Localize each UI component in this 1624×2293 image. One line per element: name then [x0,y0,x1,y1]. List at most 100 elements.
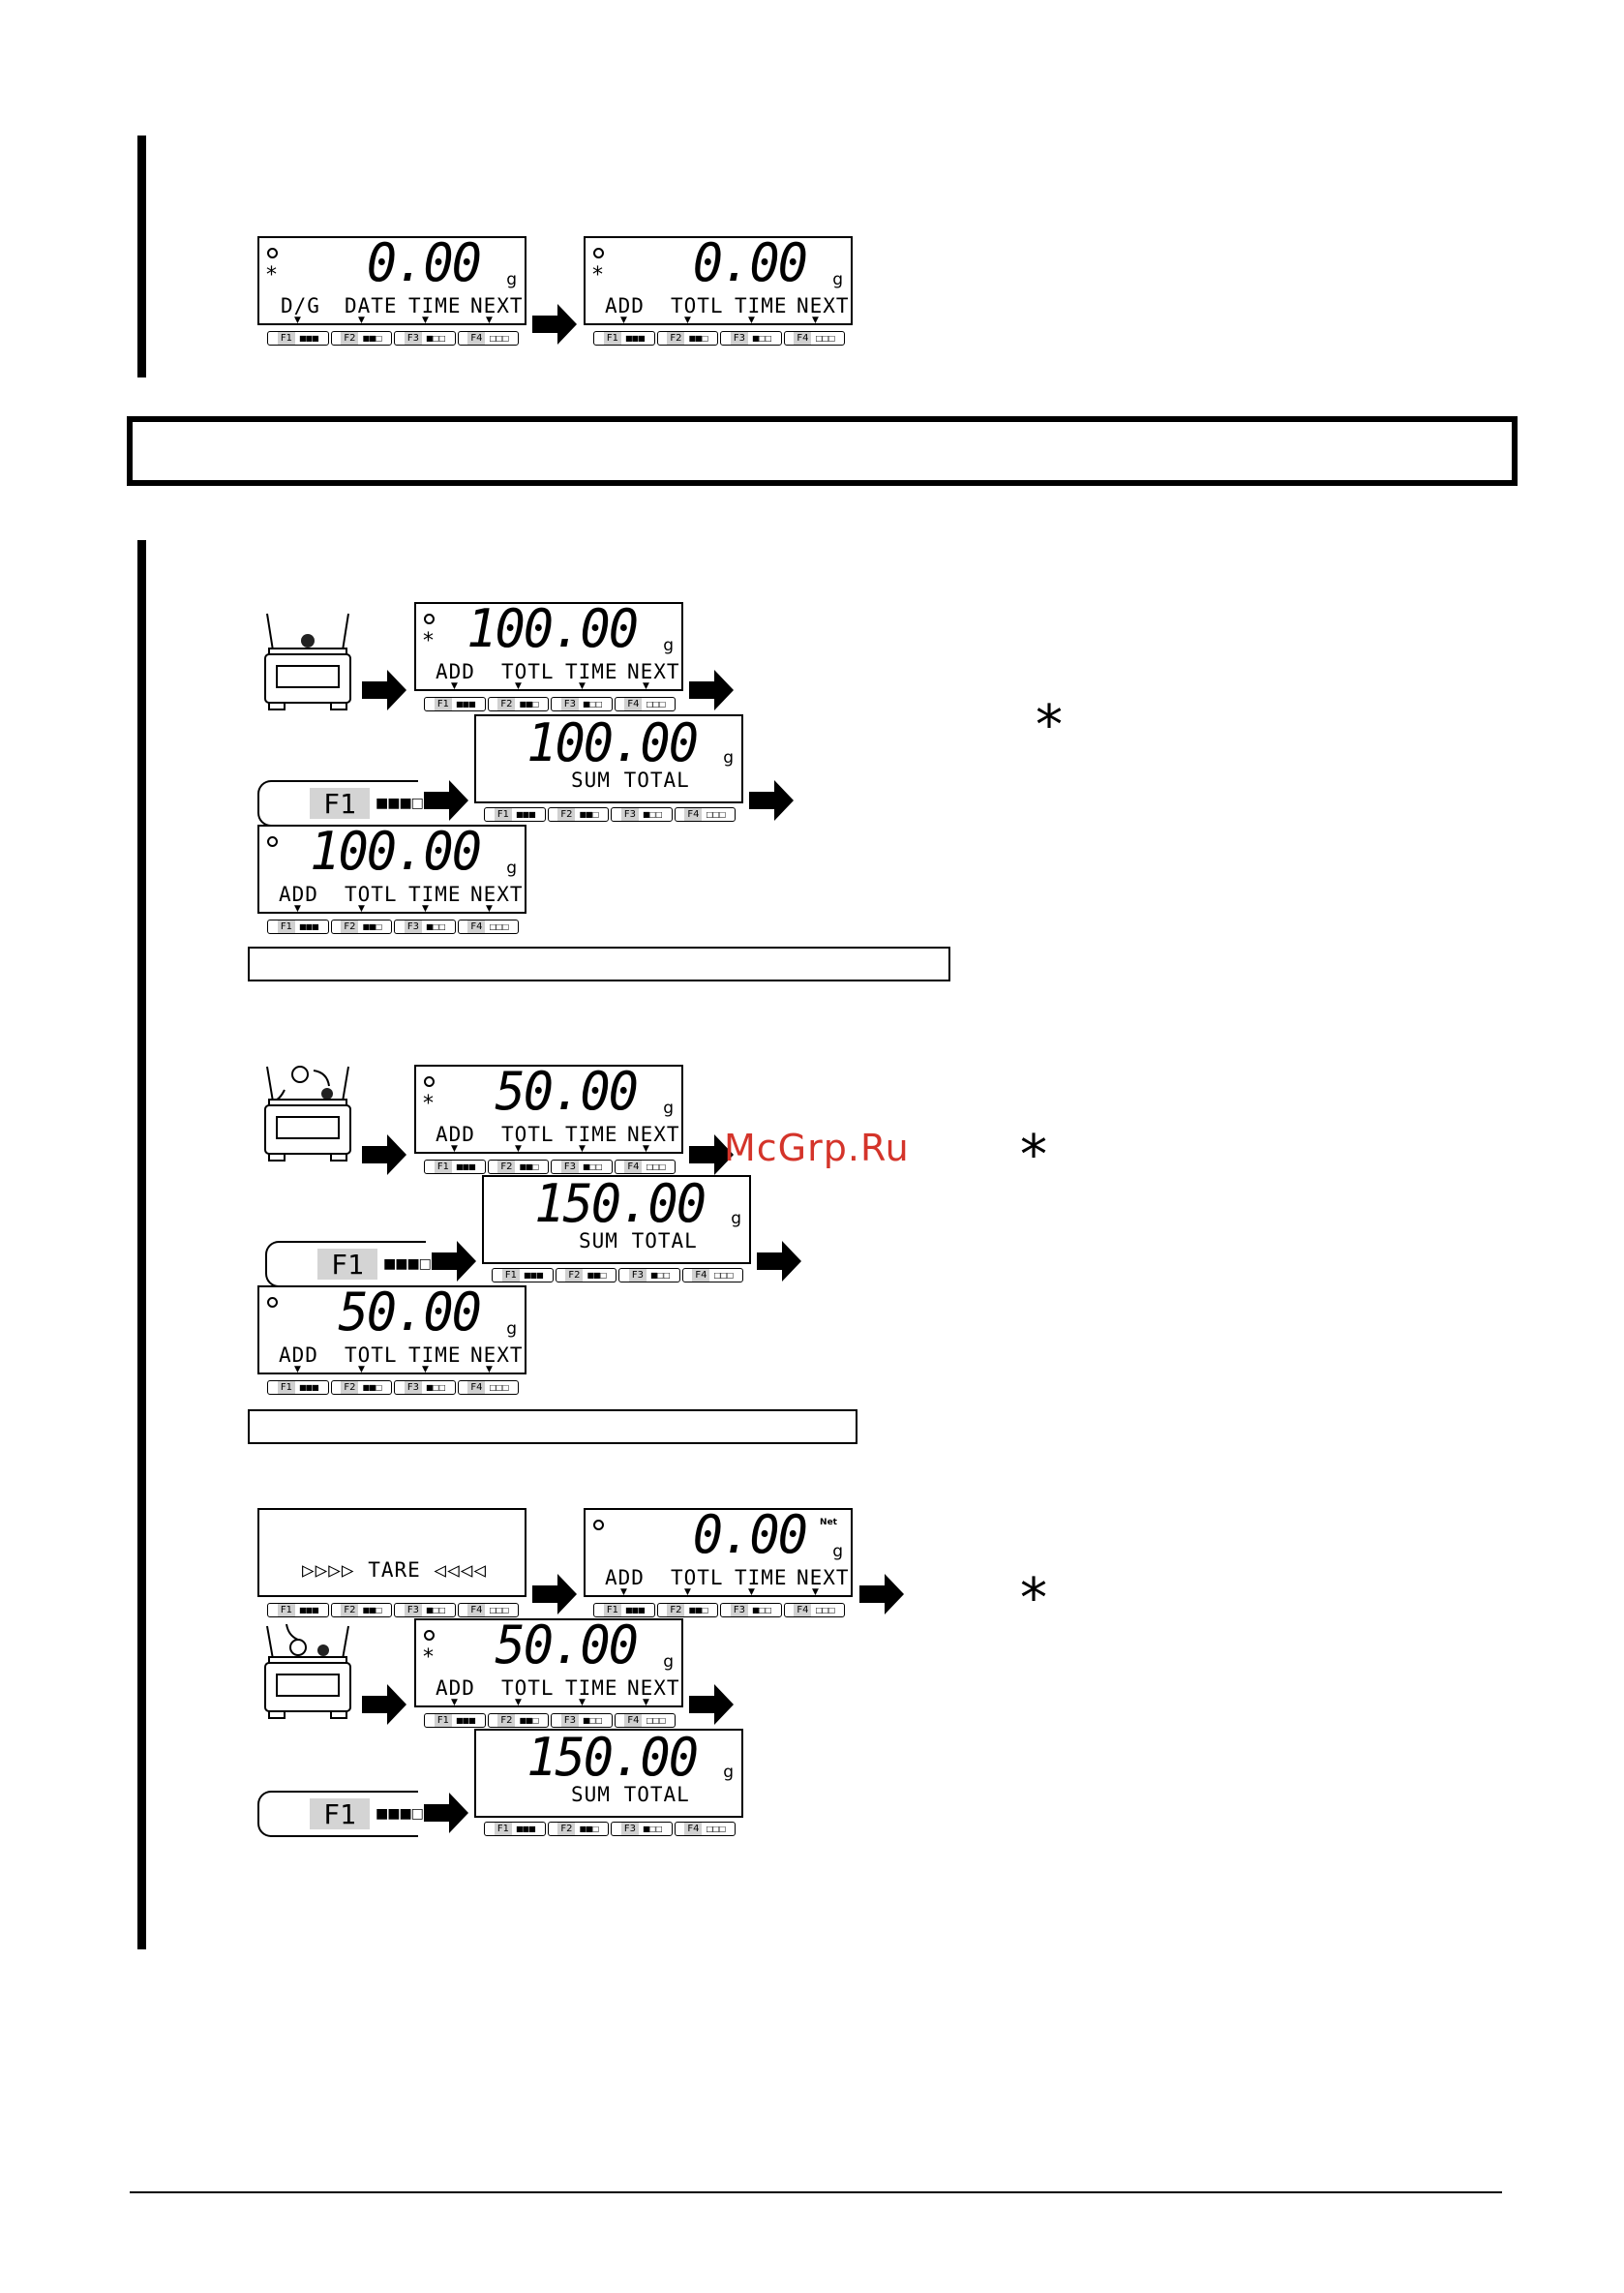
f1-key[interactable]: F1■■■ [492,1268,554,1282]
key-dots-icon: ■■■□ [376,796,424,811]
arrow-right-icon [362,1134,406,1175]
f4-key[interactable]: F4□□□ [457,1380,519,1395]
key-label: F1 [277,920,295,933]
key-label: F1 [277,1604,295,1616]
f1-key[interactable]: F1■■■ [424,1713,486,1728]
pointer-triangle-icon: ▼ [579,1698,586,1707]
key-label: F3 [560,1161,579,1173]
key-dots-icon: ■□□ [642,810,663,819]
unit-label: g [723,748,734,768]
f2-key[interactable]: F2■■□ [330,1380,392,1395]
weight-value: 50.00 [495,1614,639,1676]
watermark-text: McGrp.Ru [724,1127,910,1169]
function-label: TIME [735,294,788,317]
f1-key[interactable]: F1■■■ [424,1160,486,1174]
stable-indicator-icon [424,1076,435,1087]
lcd-display: * 100.00 g ADD TOTL TIME NEXT ▼ ▼ ▼ ▼ [414,599,683,691]
f1-key[interactable]: F1■■■ [484,807,546,822]
function-label: NEXT [470,883,524,906]
function-key-strip: F1■■■ F2■■□ F3■□□ F4□□□ [484,1822,736,1836]
balance-scale-add-icon [264,1623,351,1719]
asterisk-indicator: * [423,629,434,653]
f3-key[interactable]: F3■□□ [394,1380,456,1395]
lcd-display: 100.00 g ADD TOTL TIME NEXT ▼ ▼ ▼ ▼ [257,821,526,914]
function-label: DATE [345,294,398,317]
function-key-strip: F1■■■ F2■■□ F3■□□ F4□□□ [424,1713,676,1728]
f3-key[interactable]: F3■□□ [551,1713,613,1728]
f4-key[interactable]: F4□□□ [674,1822,736,1836]
f4-key[interactable]: F4□□□ [614,1713,676,1728]
f1-key[interactable]: F1■■■ [593,331,655,346]
f2-key[interactable]: F2■■□ [547,807,609,822]
key-label: F2 [557,1823,576,1835]
function-key-strip: F1■■■ F2■■□ F3■□□ F4□□□ [484,807,736,822]
f3-key[interactable]: F3■□□ [720,1603,782,1617]
f1-key[interactable]: F1■■■ [484,1822,546,1836]
f2-key[interactable]: F2■■□ [487,1160,549,1174]
f1-key[interactable]: F1■■■ [267,331,329,346]
f1-key-button[interactable]: F1 ■■■□ [265,1241,432,1287]
f3-key[interactable]: F3■□□ [394,331,456,346]
pointer-triangle-icon: ▼ [451,1698,458,1707]
f4-key[interactable]: F4□□□ [674,807,736,822]
key-label: F1 [434,1714,452,1727]
f1-key[interactable]: F1■■■ [424,697,486,711]
key-label: F2 [341,1604,359,1616]
stable-indicator-icon [593,248,604,258]
pointer-triangle-icon: ▼ [643,1698,649,1707]
pointer-triangle-icon: ▼ [358,1365,365,1374]
f3-key[interactable]: F3■□□ [720,331,782,346]
weight-value: 100.00 [310,821,482,883]
f4-key[interactable]: F4□□□ [457,920,519,934]
lcd-display-sum: 100.00 g SUM TOTAL [474,713,743,803]
f1-key[interactable]: F1■■■ [267,1380,329,1395]
key-label: F1 [494,1823,512,1835]
f3-key[interactable]: F3■□□ [611,1822,673,1836]
f2-key[interactable]: F2■■□ [330,331,392,346]
key-dots-icon: □□□ [815,1606,835,1614]
key-dots-icon: ■■□ [519,1716,539,1725]
f2-key[interactable]: F2■■□ [555,1268,617,1282]
f4-key[interactable]: F4□□□ [457,331,519,346]
key-dots-icon: ■■■ [515,810,536,819]
f2-key[interactable]: F2■■□ [487,1713,549,1728]
key-dots-icon: ■□□ [582,1716,603,1725]
function-key-strip: F1■■■ F2■■□ F3■□□ F4□□□ [593,1603,845,1617]
f2-key[interactable]: F2■■□ [656,331,718,346]
f2-key[interactable]: F2■■□ [487,697,549,711]
arrow-right-icon [749,780,794,821]
f2-key[interactable]: F2■■□ [547,1822,609,1836]
pointer-triangle-icon: ▼ [812,1587,819,1597]
f2-key[interactable]: F2■■□ [330,1603,392,1617]
f4-key[interactable]: F4□□□ [614,1160,676,1174]
key-label: F1 [434,698,452,710]
f2-key[interactable]: F2■■□ [656,1603,718,1617]
pointer-triangle-icon: ▼ [422,316,429,325]
key-dots-icon: ■■■ [455,1716,476,1725]
f1-key-button[interactable]: F1 ■■■□ [257,1791,424,1837]
f4-key[interactable]: F4□□□ [783,331,845,346]
f1-key[interactable]: F1■■■ [267,1603,329,1617]
f3-key[interactable]: F3■□□ [394,1603,456,1617]
f1-key-button[interactable]: F1 ■■■□ [257,780,424,827]
key-dots-icon: □□□ [646,1162,666,1171]
key-dots-icon: ■■■ [624,334,646,343]
f3-key[interactable]: F3■□□ [551,1160,613,1174]
f4-key[interactable]: F4□□□ [457,1603,519,1617]
key-dots-icon: ■■□ [519,1162,539,1171]
arrow-right-icon [432,1241,476,1282]
f4-key[interactable]: F4□□□ [614,697,676,711]
f3-key[interactable]: F3■□□ [618,1268,680,1282]
f4-key[interactable]: F4□□□ [681,1268,743,1282]
f2-key[interactable]: F2■■□ [330,920,392,934]
f4-key[interactable]: F4□□□ [783,1603,845,1617]
f1-key[interactable]: F1■■■ [593,1603,655,1617]
function-label: NEXT [797,294,850,317]
f3-key[interactable]: F3■□□ [611,807,673,822]
f3-key[interactable]: F3■□□ [394,920,456,934]
f1-key[interactable]: F1■■■ [267,920,329,934]
arrow-right-icon [859,1574,904,1614]
function-label: NEXT [627,1676,680,1700]
pointer-triangle-icon: ▼ [358,904,365,914]
f3-key[interactable]: F3■□□ [551,697,613,711]
